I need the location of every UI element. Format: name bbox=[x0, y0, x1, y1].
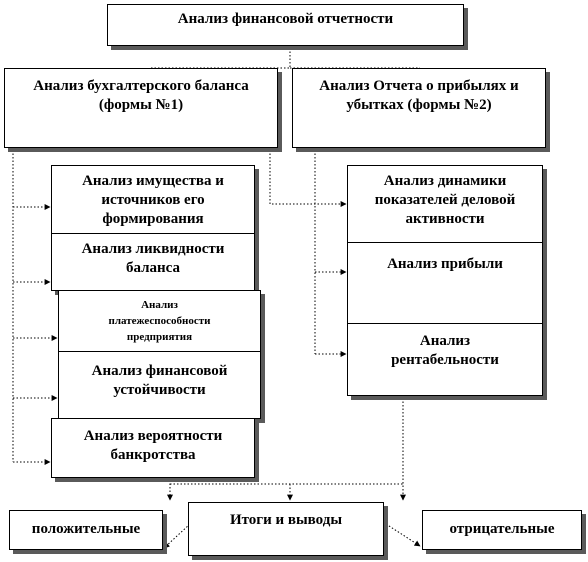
node-business-activity: Анализ динамики показателей деловой акти… bbox=[347, 165, 543, 243]
node-liquidity: Анализ ликвидности баланса bbox=[51, 233, 255, 291]
node-balance-label: Анализ бухгалтерского баланса (формы №1) bbox=[33, 78, 249, 113]
link-results-positive bbox=[163, 523, 191, 549]
node-assets: Анализ имущества и источников его формир… bbox=[51, 165, 255, 235]
node-profit-report: Анализ Отчета о прибылях и убытках (форм… bbox=[292, 68, 546, 148]
node-profit-report-label: Анализ Отчета о прибылях и убытках (форм… bbox=[319, 78, 519, 113]
node-results-label: Итоги и выводы bbox=[229, 512, 343, 528]
node-liquidity-label: Анализ ликвидности баланса bbox=[81, 241, 225, 276]
node-root: Анализ финансовой отчетности bbox=[107, 4, 464, 46]
node-business-activity-label: Анализ динамики показателей деловой акти… bbox=[374, 173, 516, 227]
node-profitability-label: Анализ рентабельности bbox=[391, 333, 499, 368]
node-profit-label: Анализ прибыли bbox=[387, 256, 503, 272]
node-positive: положительные bbox=[9, 510, 163, 550]
node-solvency: Анализ платежеспособности предприятия bbox=[58, 290, 261, 352]
node-assets-label: Анализ имущества и источников его формир… bbox=[82, 173, 224, 227]
node-bankruptcy: Анализ вероятности банкротства bbox=[51, 418, 255, 478]
link-balance-business bbox=[269, 150, 347, 207]
node-results: Итоги и выводы bbox=[188, 502, 384, 556]
node-stability-label: Анализ финансовой устойчивости bbox=[91, 363, 228, 398]
node-root-label: Анализ финансовой отчетности bbox=[177, 11, 394, 27]
node-profit: Анализ прибыли bbox=[347, 242, 543, 324]
node-negative-label: отрицательные bbox=[449, 521, 555, 537]
link-root-balance bbox=[150, 48, 291, 69]
node-negative: отрицательные bbox=[422, 510, 582, 550]
link-results-negative bbox=[385, 523, 421, 547]
node-positive-label: положительные bbox=[31, 521, 141, 537]
node-bankruptcy-label: Анализ вероятности банкротства bbox=[83, 428, 223, 463]
node-profitability: Анализ рентабельности bbox=[347, 323, 543, 396]
node-stability: Анализ финансовой устойчивости bbox=[58, 351, 261, 419]
node-solvency-label: Анализ платежеспособности предприятия bbox=[108, 299, 211, 343]
node-balance: Анализ бухгалтерского баланса (формы №1) bbox=[4, 68, 278, 148]
